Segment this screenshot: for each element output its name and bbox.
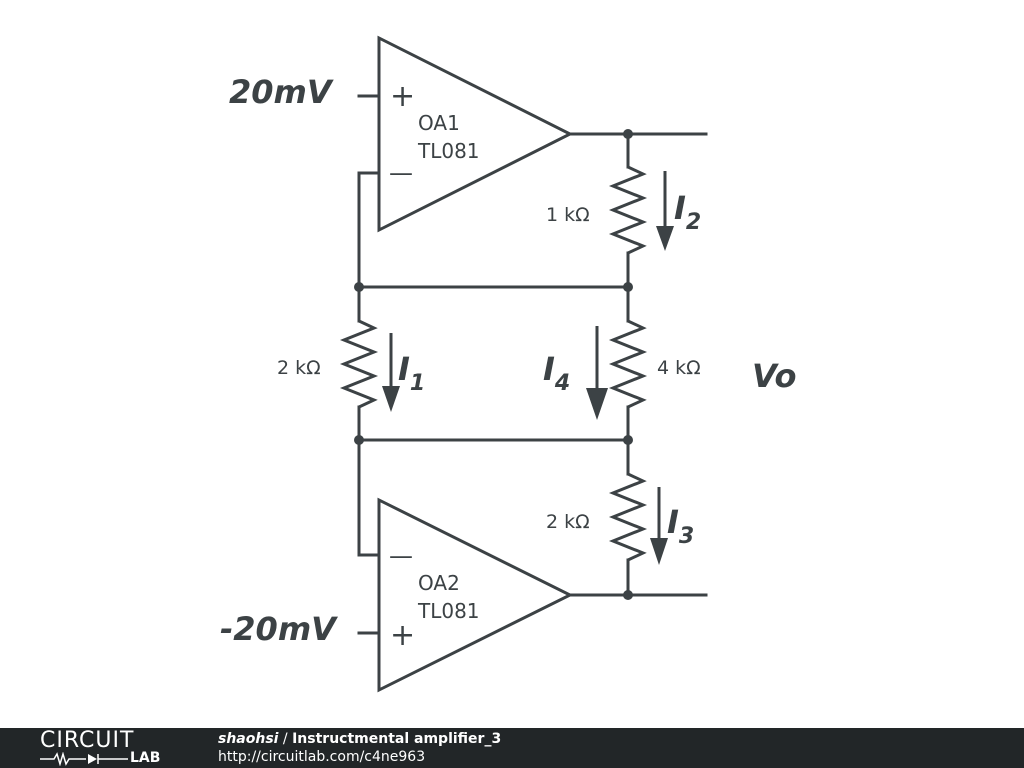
resistor-2k-bottom <box>608 472 648 562</box>
oa2-minus-symbol: — <box>389 542 413 570</box>
oa2-part: TL081 <box>417 599 480 623</box>
junction-upper-right <box>623 282 633 292</box>
arrow-i4 <box>586 326 608 420</box>
current-i3-label: I3 <box>667 503 694 549</box>
project-url[interactable]: http://circuitlab.com/c4ne963 <box>218 749 426 765</box>
current-i1-label: I1 <box>398 350 425 396</box>
r-gain-value: 2 kΩ <box>277 357 321 379</box>
footer-title-line: shaohsi / Instructmental amplifier_3 <box>218 731 501 748</box>
author-link[interactable]: shaohsi <box>218 731 279 747</box>
oa1-minus-symbol: — <box>389 159 413 187</box>
logo-circuit-text: CIRCUIT <box>40 728 135 753</box>
input-top-label: 20mV <box>229 73 334 111</box>
input-bottom-label: -20mV <box>220 610 338 648</box>
opamp-oa1 <box>377 35 574 233</box>
resistor-2k-gain <box>339 319 379 409</box>
junction-lower-right <box>623 435 633 445</box>
title-separator: / <box>278 731 293 747</box>
project-title[interactable]: Instructmental amplifier_3 <box>292 731 502 747</box>
schematic-diagram: + — — + OA1 TL081 OA2 TL081 20mV -20mV 1… <box>220 35 796 693</box>
oa2-plus-symbol: + <box>390 618 415 653</box>
footer-bar: CIRCUIT LAB shaohsi / Instructmental amp… <box>0 728 1024 768</box>
r-bottom-value: 2 kΩ <box>546 511 590 533</box>
logo-waveform-icon <box>40 752 128 766</box>
junction-oa2-out <box>623 590 633 600</box>
output-vo-label: Vo <box>752 357 796 395</box>
oa1-minus-wire <box>357 171 381 289</box>
oa2-minus-wire <box>357 438 381 557</box>
arrow-i1 <box>382 333 400 412</box>
r-middle-value: 4 kΩ <box>657 357 701 379</box>
opamp-oa2 <box>377 497 574 693</box>
oa1-plus-symbol: + <box>390 79 415 114</box>
logo-lab-text: LAB <box>130 750 161 766</box>
oa1-part: TL081 <box>417 139 480 163</box>
resistor-1k <box>608 165 648 255</box>
r-top-value: 1 kΩ <box>546 204 590 226</box>
current-i2-label: I2 <box>674 189 701 235</box>
junction-upper-left <box>354 282 364 292</box>
arrow-i3 <box>650 487 668 565</box>
current-i4-label: I4 <box>543 350 570 396</box>
junction-lower-left <box>354 435 364 445</box>
junction-oa1-out <box>623 129 633 139</box>
oa2-name: OA2 <box>418 571 460 595</box>
oa1-name: OA1 <box>418 111 460 135</box>
circuitlab-logo[interactable]: CIRCUIT LAB <box>40 730 180 766</box>
resistor-4k <box>608 319 648 409</box>
arrow-i2 <box>656 171 674 251</box>
